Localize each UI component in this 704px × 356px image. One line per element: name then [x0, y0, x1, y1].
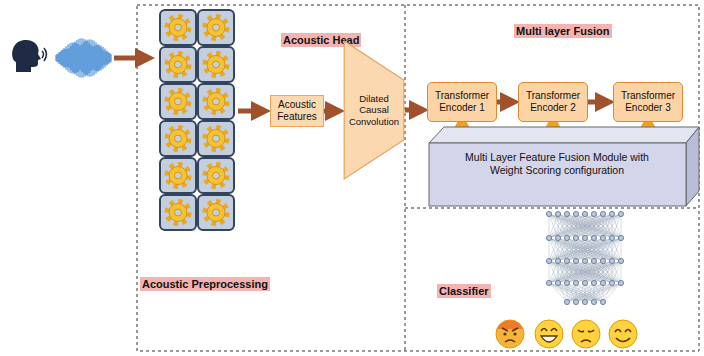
region-label: Acoustic Preprocessing	[140, 277, 270, 291]
neural-network	[546, 211, 623, 304]
flow-arrow	[588, 100, 606, 105]
node-text: Transformer Encoder 3	[614, 90, 682, 114]
flow-arrow	[497, 100, 511, 105]
node-text: Multi Layer Feature Fusion Module with W…	[457, 151, 657, 176]
region-label: Multi layer Fusion	[514, 24, 612, 38]
node-text: Acoustic Features	[271, 99, 323, 123]
convolution-block: Dilated Causal Convolution	[343, 40, 405, 180]
gear-grid	[160, 10, 234, 230]
node-text: Transformer Encoder 2	[519, 90, 587, 114]
feature-box: Acoustic Features	[270, 95, 324, 127]
flow-arrow	[405, 108, 420, 113]
flow-arrow	[114, 56, 146, 61]
encoder-box: Transformer Encoder 1	[427, 82, 497, 122]
flow-arrow	[238, 109, 262, 114]
flow-arrow	[324, 109, 336, 114]
fusion-module: Multi Layer Feature Fusion Module with W…	[428, 125, 700, 207]
region-frame	[137, 5, 699, 351]
node-text: Transformer Encoder 1	[428, 90, 496, 114]
node-text: Dilated Causal Convolution	[346, 93, 402, 127]
encoder-box: Transformer Encoder 2	[518, 82, 588, 122]
speaker-icon	[12, 40, 46, 72]
region-label: Classifier	[437, 284, 491, 298]
encoder-box: Transformer Encoder 3	[613, 82, 683, 122]
emotion-faces	[496, 320, 637, 348]
waveform	[56, 38, 111, 77]
